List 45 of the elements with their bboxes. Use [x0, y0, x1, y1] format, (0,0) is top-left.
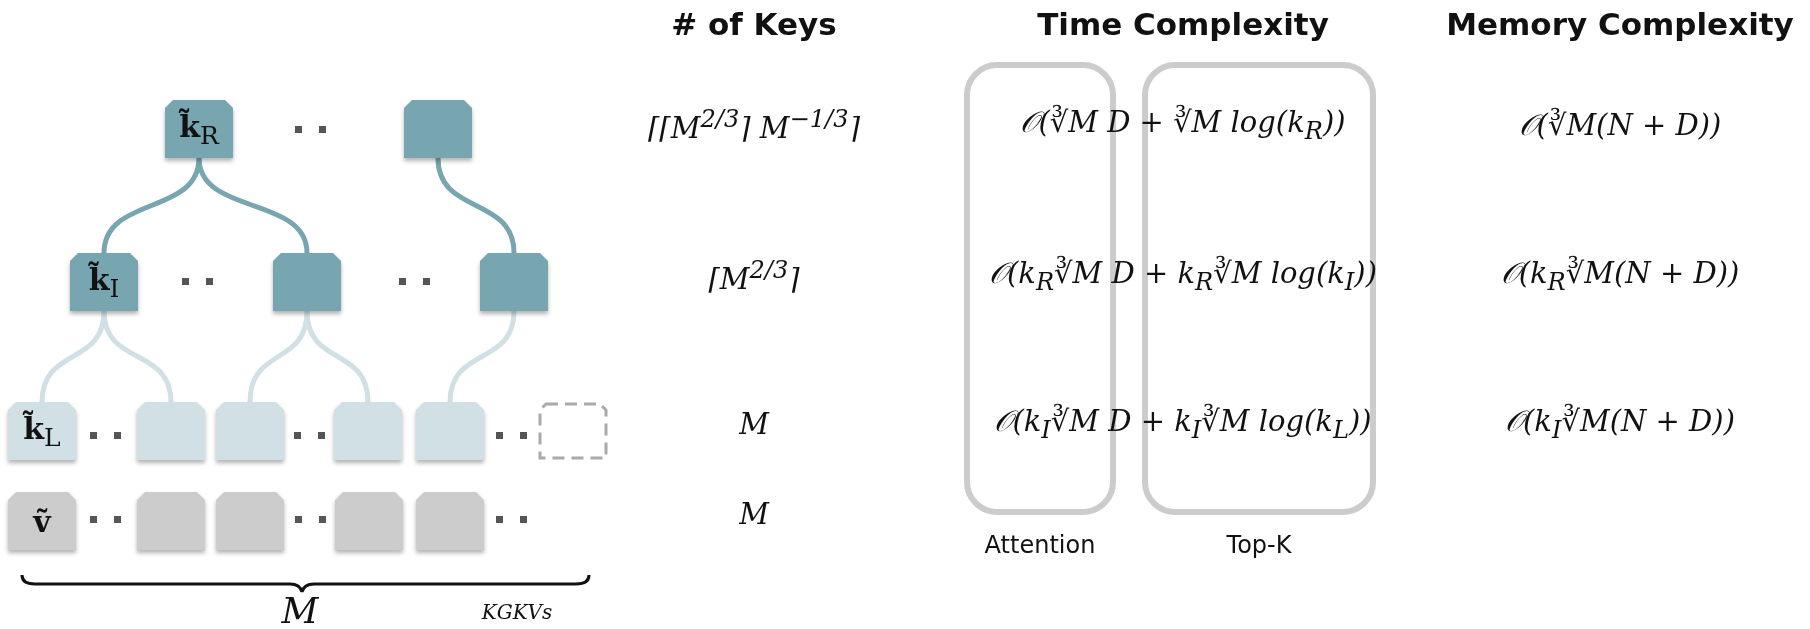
vector-symbol: k̃$_{I}$ — [88, 261, 120, 303]
tree-link — [101, 310, 174, 403]
tree-link — [247, 310, 310, 403]
formula: M — [739, 497, 769, 531]
value-block — [416, 492, 484, 550]
vector-symbol: k̃$_{R}$ — [179, 108, 219, 150]
key-block — [273, 253, 341, 311]
vector-symbol: k̃$_{L}$ — [23, 410, 61, 452]
key-block — [216, 402, 284, 460]
empty-key-block — [538, 402, 608, 460]
formula: ⌈⌈M$^{2/3}$⌉ M$^{−1/3}$⌉ — [648, 105, 860, 145]
formula: M — [739, 407, 769, 441]
key-block — [165, 100, 233, 158]
formula: 𝒪(∛M D + ∛M log(k$_{R}$)) — [1020, 105, 1346, 145]
formula: 𝒪(k$_{R}$∛M D + k$_{R}$∛M log(k$_{I}$)) — [989, 256, 1377, 296]
tree-link — [304, 310, 371, 403]
key-block — [404, 100, 472, 158]
tree-link — [435, 157, 517, 254]
column-header: Memory Complexity — [1446, 6, 1794, 42]
key-block — [416, 402, 484, 460]
value-block — [137, 492, 205, 550]
column-header: Time Complexity — [1037, 6, 1329, 42]
formula: 𝒪(k$_{R}$∛M(N + D)) — [1500, 256, 1740, 296]
key-block — [480, 253, 548, 311]
formula: M — [281, 589, 319, 629]
axis-caption: KGKVs — [481, 600, 553, 624]
column-header: # of Keys — [671, 6, 837, 42]
key-block — [334, 402, 402, 460]
tree-link — [447, 310, 517, 403]
column-label: Attention — [984, 531, 1096, 559]
formula: 𝒪(k$_{I}$∛M(N + D)) — [1505, 404, 1735, 444]
vector-symbol: ṽ — [33, 503, 51, 539]
tree-link — [101, 157, 202, 254]
key-block — [137, 402, 205, 460]
value-block — [335, 492, 403, 550]
key-block — [70, 253, 138, 311]
value-block — [216, 492, 284, 550]
formula: ⌈M$^{2/3}$⌉ — [708, 256, 800, 296]
formula: 𝒪(k$_{I}$∛M D + k$_{I}$∛M log(k$_{L}$)) — [994, 404, 1372, 444]
column-label: Top-K — [1226, 531, 1292, 559]
formula: 𝒪(∛M(N + D)) — [1518, 107, 1722, 143]
tree-link — [39, 310, 107, 403]
value-block — [8, 492, 76, 550]
key-block — [8, 402, 76, 460]
tree-link — [196, 157, 310, 254]
